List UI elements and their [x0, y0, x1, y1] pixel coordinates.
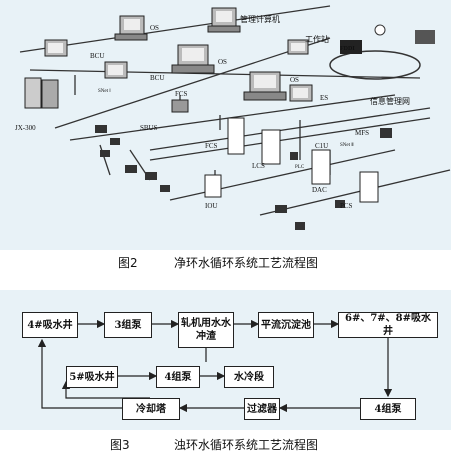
fddi-label: FDDI [340, 46, 355, 52]
c1u-label: C1U [315, 142, 328, 150]
fddi-node-icon [340, 40, 362, 54]
suction-well-5: 5#吸水井 [66, 366, 118, 388]
plc-label: PLC [295, 165, 305, 170]
suction-well-6-7-8: 6#、7#、8#吸水井 [338, 312, 438, 338]
snet1-label: SNet Ⅰ [98, 88, 111, 94]
fcs-label-1: FCS [175, 90, 188, 98]
figure2-title: 净环水循环系统工艺流程图 [174, 256, 319, 270]
network-node-icon [374, 24, 386, 36]
suction-well-4: 4#吸水井 [22, 312, 78, 338]
fcs-cabinet-icon-2 [227, 117, 245, 155]
pcs-cabinet-icon [359, 171, 379, 203]
os-label-3: OS [290, 76, 299, 84]
workstation-label: 工作站 [305, 34, 329, 44]
jx300-cabinet-icon [24, 77, 59, 109]
fcs-cabinet-icon-1 [171, 99, 189, 113]
snet2-label: SNet Ⅱ [340, 142, 354, 148]
es-label: ES [320, 94, 328, 102]
jx300-label: JX-300 [15, 124, 36, 132]
figure2-number: 图2 [118, 256, 138, 270]
sbus-label: SBUS [140, 124, 158, 132]
bcu-workstation-icon-1 [44, 39, 68, 57]
es-workstation-icon [289, 84, 313, 102]
workstation-icon [287, 39, 309, 55]
field-device-icons [95, 125, 392, 230]
info-network-label: 信息管理网 [370, 96, 410, 106]
iou-label: IOU [205, 202, 217, 210]
flowchart: 4#吸水井 3组泵 轧机用水水冲渣 平流沉淀池 6#、7#、8#吸水井 5#吸水… [0, 290, 451, 430]
cooling-tower: 冷却塔 [122, 398, 180, 420]
os-workstation-icon-1 [114, 15, 148, 41]
os-label-1: OS [150, 24, 159, 32]
os-workstation-icon-3 [243, 71, 287, 101]
figure3-title: 浊环水循环系统工艺流程图 [174, 438, 319, 452]
mgmt-computer-icon [207, 7, 241, 33]
network-diagram: OS 管理计算机 工作站 FDDI BCU BCU OS OS ES 信息管理网… [0, 0, 451, 250]
lcs-cabinet-icon [261, 129, 281, 165]
dac-cabinet-icon [311, 149, 331, 185]
pump-group-3: 3组泵 [104, 312, 152, 338]
bcu-label-1: BCU [90, 52, 104, 60]
sedimentation-tank: 平流沉淀池 [258, 312, 314, 338]
os-workstation-icon-2 [171, 44, 215, 74]
lcs-label: LCS [252, 162, 265, 170]
iou-cabinet-icon [204, 174, 222, 198]
network-bus-lines [19, 5, 451, 216]
fddi-ring [329, 50, 421, 80]
pump-group-4-middle: 4组泵 [156, 366, 200, 388]
pcs-label: PCS [340, 202, 353, 210]
printer-icon [415, 30, 435, 44]
filter: 过滤器 [244, 398, 280, 420]
network-diagram-svg: OS 管理计算机 工作站 FDDI BCU BCU OS OS ES 信息管理网… [15, 5, 451, 230]
mfs-label: MFS [355, 129, 369, 137]
os-label-2: OS [218, 58, 227, 66]
arrow-b11-b1 [37, 338, 122, 409]
dac-label: DAC [312, 186, 327, 194]
mill-water-slag-flush: 轧机用水水冲渣 [178, 312, 234, 348]
figure3-number: 图3 [110, 438, 130, 452]
mgmt-computer-label: 管理计算机 [240, 14, 280, 24]
pump-group-4-right: 4组泵 [360, 398, 416, 420]
fcs-label-2: FCS [205, 142, 218, 150]
bcu-workstation-icon-2 [104, 61, 128, 79]
bcu-label-2: BCU [150, 74, 164, 82]
water-cooling-section: 水冷段 [224, 366, 274, 388]
